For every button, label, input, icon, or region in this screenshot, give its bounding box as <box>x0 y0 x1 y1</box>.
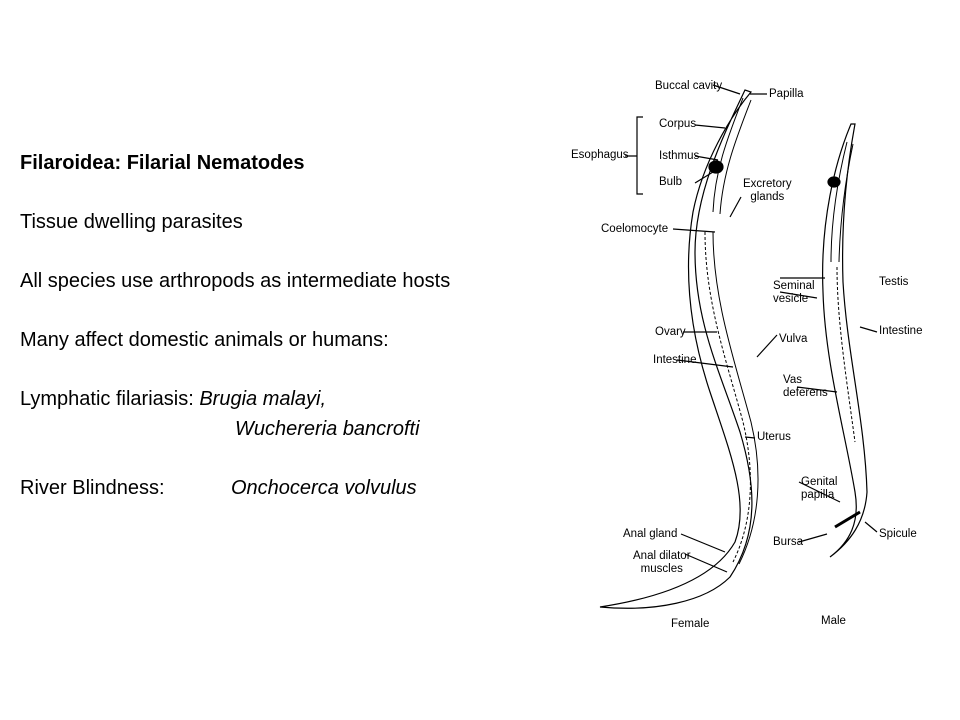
text-line-wuchereria: Wuchereria bancrofti <box>20 414 560 444</box>
species-wuchereria: Wuchereria bancrofti <box>235 418 420 440</box>
label-esophagus: Esophagus <box>571 149 629 161</box>
female-esophagus <box>712 97 752 215</box>
nematode-figure: Buccal cavity Papilla Corpus Esophagus I… <box>555 72 955 637</box>
female-bulb <box>708 160 724 174</box>
label-genital-papilla: Genital papilla <box>801 476 838 501</box>
label-uterus: Uterus <box>757 431 791 443</box>
label-vulva: Vulva <box>779 333 808 345</box>
lymphatic-label: Lymphatic filariasis: <box>20 388 200 410</box>
male-esophagus <box>830 141 854 263</box>
label-excretory-glands: Excretory glands <box>743 178 792 203</box>
river-label: River Blindness: <box>20 477 165 499</box>
label-bursa: Bursa <box>773 536 804 548</box>
species-onchocerca: Onchocerca volvulus <box>231 477 417 499</box>
label-testis: Testis <box>879 276 909 288</box>
label-seminal-vesicle: Seminal vesicle <box>773 280 815 305</box>
label-papilla: Papilla <box>769 88 804 100</box>
label-coelomocyte: Coelomocyte <box>601 223 669 235</box>
label-intestine-female: Intestine <box>653 354 697 366</box>
label-vas-deferens: Vas deferens <box>783 374 828 399</box>
text-line-domestic: Many affect domestic animals or humans: <box>20 329 389 351</box>
label-spicule: Spicule <box>879 528 917 540</box>
female-uterus <box>712 231 759 565</box>
label-corpus: Corpus <box>659 118 697 130</box>
text-line-arthropods: All species use arthropods as intermedia… <box>20 270 451 292</box>
text-line-river: River Blindness: Onchocerca volvulus <box>20 473 560 503</box>
slide-heading: Filaroidea: Filarial Nematodes <box>20 152 305 174</box>
female-body-outline <box>599 89 753 609</box>
text-line-lymphatic: Lymphatic filariasis: Brugia malayi, <box>20 384 560 414</box>
label-isthmus: Isthmus <box>659 150 700 162</box>
slide-text: Filaroidea: Filarial Nematodes Tissue dw… <box>20 148 560 503</box>
male-body-outline <box>822 123 868 558</box>
text-line-tissue: Tissue dwelling parasites <box>20 211 243 233</box>
label-male: Male <box>821 615 846 627</box>
label-female: Female <box>671 618 710 630</box>
label-bulb: Bulb <box>659 176 683 188</box>
male-bulb <box>827 176 841 188</box>
nematode-drawing <box>599 84 878 609</box>
label-intestine-male: Intestine <box>879 325 923 337</box>
male-spicule <box>834 510 861 529</box>
label-ovary: Ovary <box>655 326 686 338</box>
label-buccal-cavity: Buccal cavity <box>655 80 723 92</box>
species-brugia: Brugia malayi, <box>199 388 327 410</box>
esophagus-bracket <box>625 116 643 195</box>
female-intestine <box>704 231 751 563</box>
male-testis <box>836 266 856 443</box>
label-anal-dilator-muscles: Anal dilator muscles <box>633 550 691 575</box>
label-anal-gland: Anal gland <box>623 528 678 540</box>
